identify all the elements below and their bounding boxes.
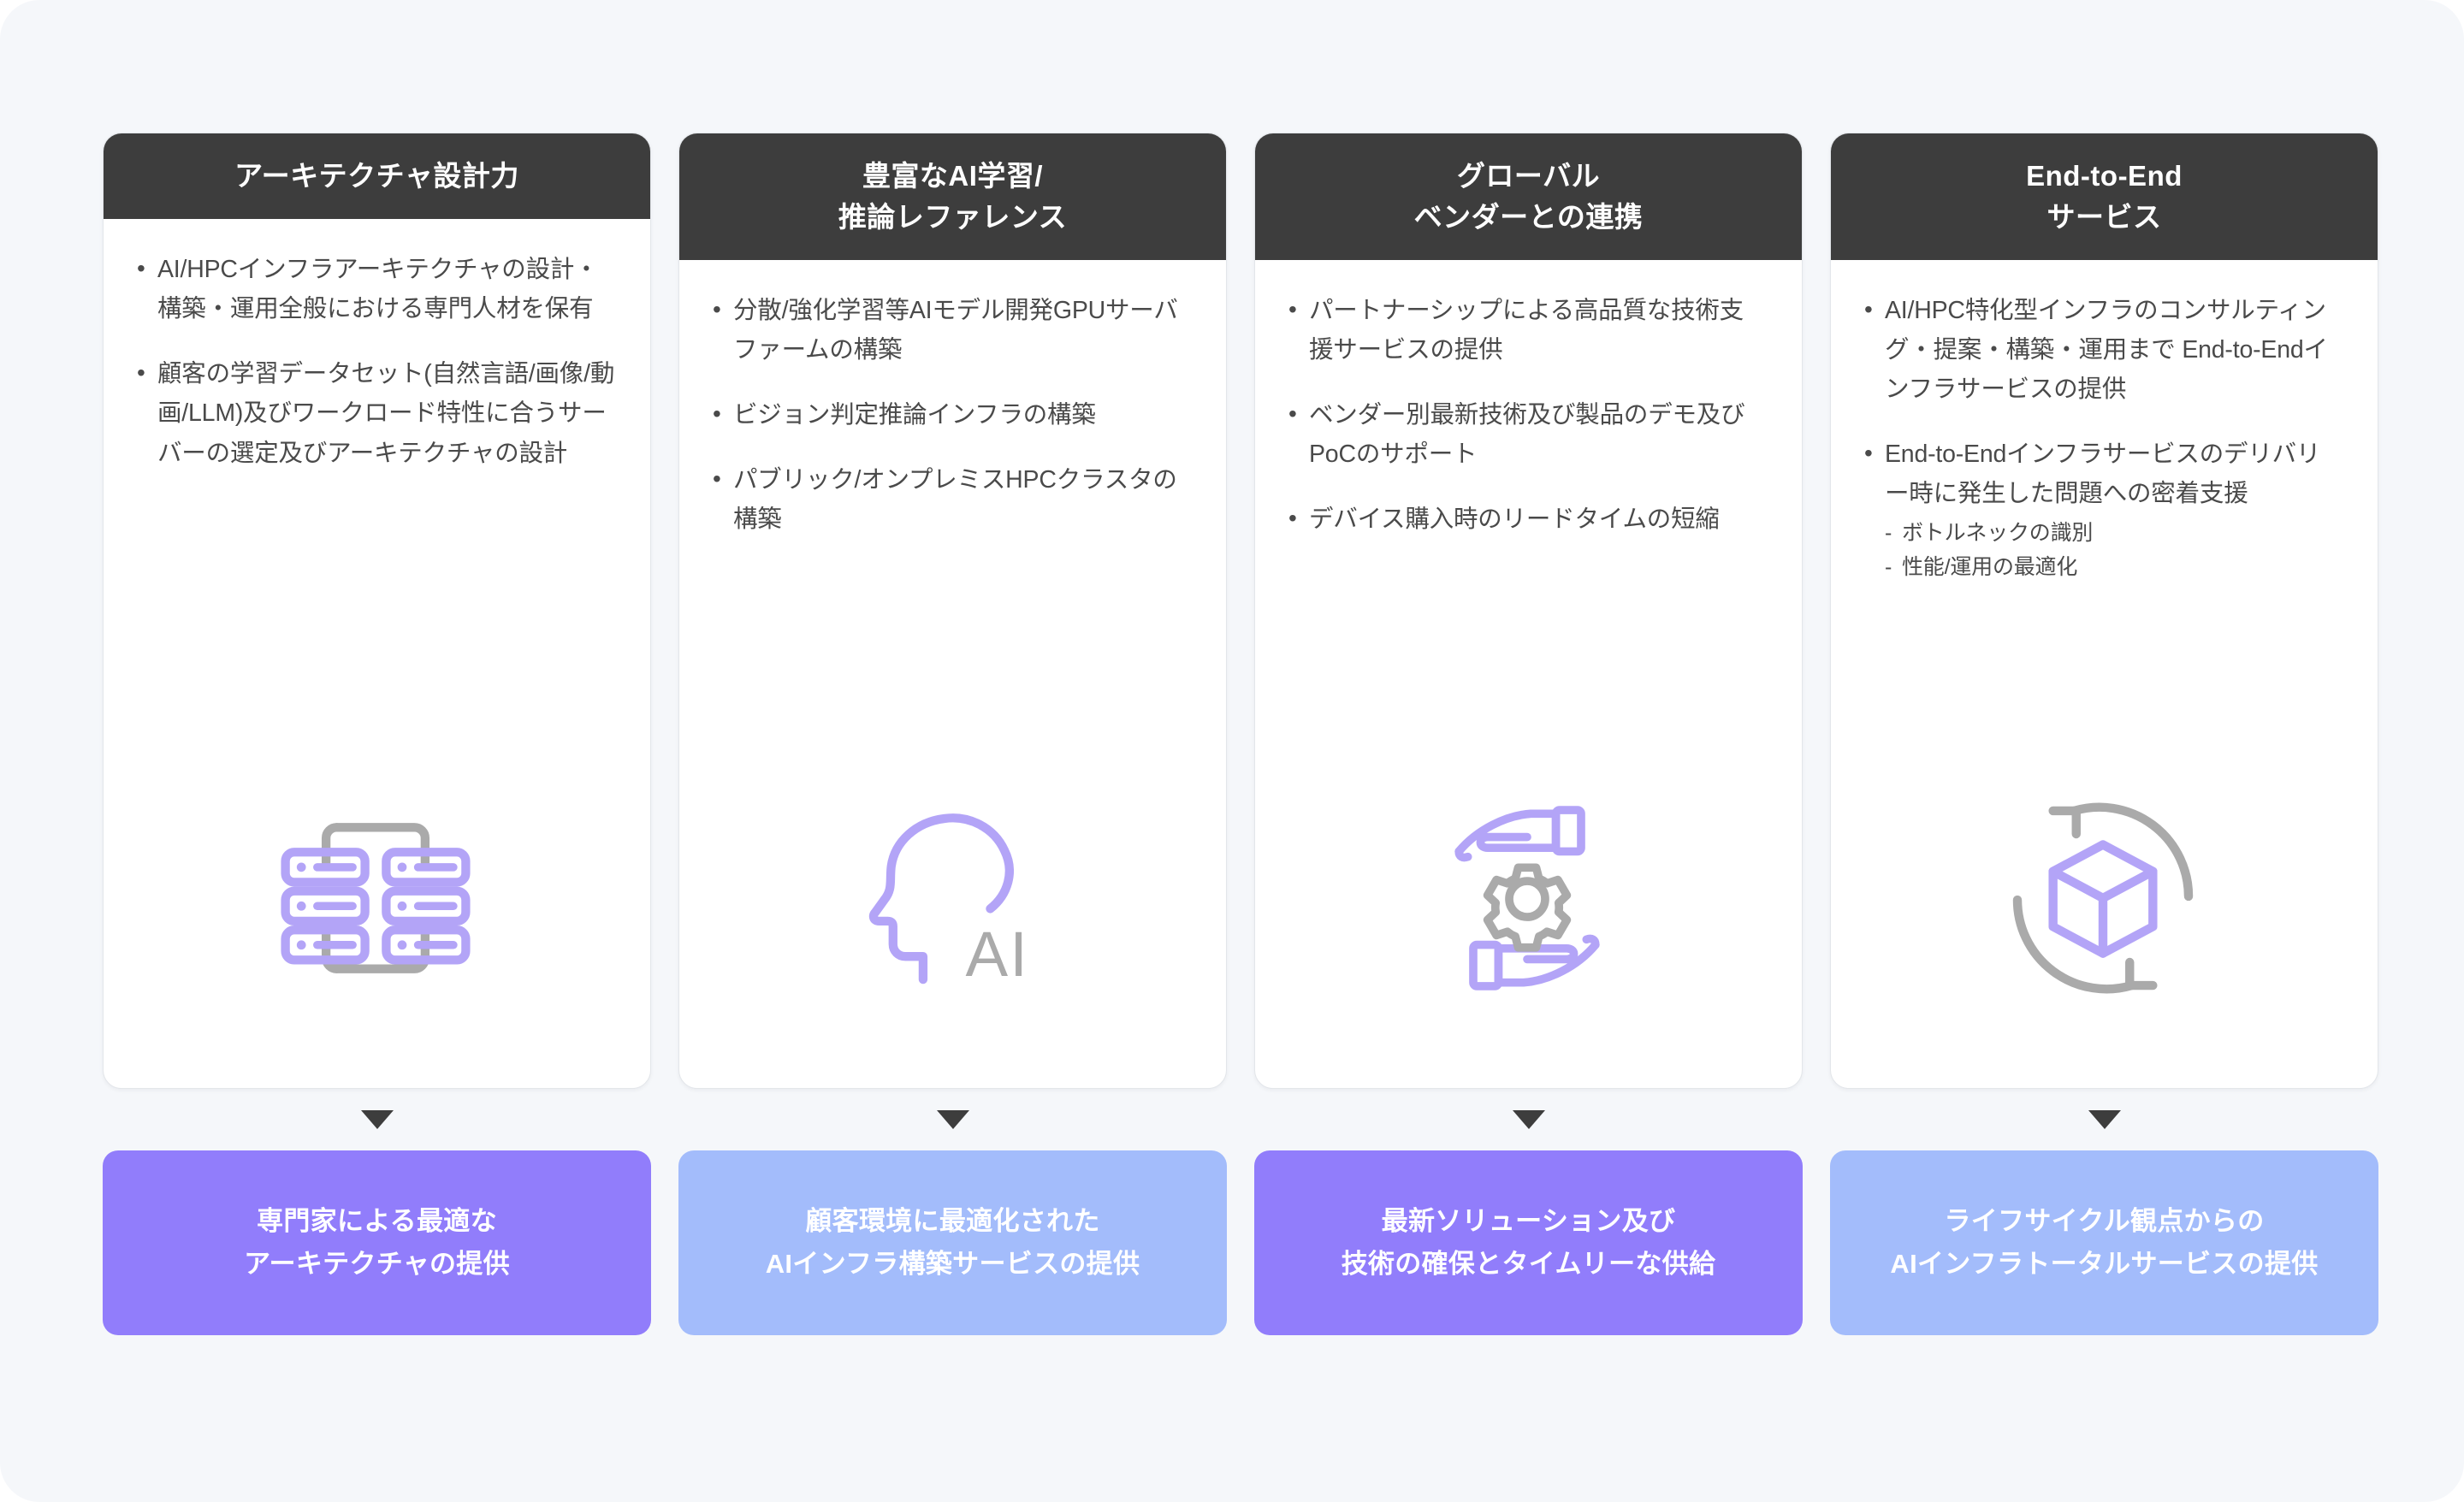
list-item: 顧客の学習データセット(自然言語/画像/動画/LLM)及びワークロード特性に合う… <box>134 353 616 472</box>
capability-card: End-to-End サービス AI/HPC特化型インフラのコンサルティング・提… <box>1830 133 2378 1089</box>
sub-bullet-text: 性能/運用の最適化 <box>1902 554 2078 579</box>
list-item: パブリック/オンプレミスHPCクラスタの構築 <box>710 459 1192 539</box>
card-header-line2: ベンダーとの連携 <box>1413 200 1644 233</box>
list-item: ビジョン判定推論インフラの構築 <box>710 394 1192 435</box>
list-item: End-to-Endインフラサービスのデリバリー時に発生した問題への密着支援 ボ… <box>1862 434 2343 584</box>
hands-gear-icon <box>1419 790 1635 1010</box>
capability-column-global-vendor-partnership: グローバル ベンダーとの連携 パートナーシップによる高品質な技術支援サービスの提… <box>1254 133 1803 1335</box>
list-item: パートナーシップによる高品質な技術支援サービスの提供 <box>1286 290 1768 370</box>
capability-card: アーキテクチャ設計力 AI/HPCインフラアーキテクチャの設計・構築・運用全般に… <box>103 133 651 1089</box>
card-body: パートナーシップによる高品質な技術支援サービスの提供 ベンダー別最新技術及び製品… <box>1255 260 1802 1088</box>
sub-list-item: 性能/運用の最適化 <box>1885 551 2343 585</box>
card-header-line1: アーキテクチャ設計力 <box>234 160 519 192</box>
banner-line1: 顧客環境に最適化された <box>805 1205 1100 1236</box>
card-body: AI/HPC特化型インフラのコンサルティング・提案・構築・運用まで End-to… <box>1831 260 2378 1088</box>
banner-line1: 最新ソリューション及び <box>1381 1205 1676 1236</box>
bullet-list: パートナーシップによる高品質な技術支援サービスの提供 ベンダー別最新技術及び製品… <box>1286 290 1768 565</box>
card-header: グローバル ベンダーとの連携 <box>1255 133 1802 260</box>
card-icon-container <box>1862 772 2343 1028</box>
bullet-text: デバイス購入時のリードタイムの短縮 <box>1309 506 1720 534</box>
server-rack-icon <box>270 792 482 1008</box>
banner-line1: 専門家による最適な <box>257 1205 497 1236</box>
bullet-text: 分散/強化学習等AIモデル開発GPUサーバファームの構築 <box>733 296 1178 364</box>
bullet-list: AI/HPCインフラアーキテクチャの設計・構築・運用全般における専門人材を保有 … <box>134 249 616 499</box>
card-header-line2: サービス <box>2046 200 2162 233</box>
arrow-row <box>103 1089 651 1150</box>
ai-head-icon: AI <box>845 792 1057 1008</box>
arrow-down-icon <box>2088 1110 2121 1129</box>
bullet-list: 分散/強化学習等AIモデル開発GPUサーバファームの構築 ビジョン判定推論インフ… <box>710 290 1192 565</box>
outcome-banner: ライフサイクル観点からの AIインフラトータルサービスの提供 <box>1830 1150 2378 1335</box>
capability-column-ai-training-inference-reference: 豊富なAI学習/ 推論レファレンス 分散/強化学習等AIモデル開発GPUサーバフ… <box>678 133 1227 1335</box>
card-icon-container <box>1286 772 1768 1028</box>
arrow-row <box>1254 1089 1803 1150</box>
card-body: 分散/強化学習等AIモデル開発GPUサーバファームの構築 ビジョン判定推論インフ… <box>679 260 1226 1088</box>
card-header: アーキテクチャ設計力 <box>104 133 650 219</box>
bullet-list: AI/HPC特化型インフラのコンサルティング・提案・構築・運用まで End-to… <box>1862 290 2343 607</box>
bullet-text: AI/HPCインフラアーキテクチャの設計・構築・運用全般における専門人材を保有 <box>157 256 599 323</box>
card-body: AI/HPCインフラアーキテクチャの設計・構築・運用全般における専門人材を保有 … <box>104 219 650 1088</box>
card-header-line1: グローバル <box>1456 160 1601 192</box>
banner-line2: AIインフラ構築サービスの提供 <box>765 1249 1140 1279</box>
banner-line1: ライフサイクル観点からの <box>1944 1205 2265 1236</box>
arrow-down-icon <box>1512 1110 1545 1129</box>
svg-text:AI: AI <box>965 918 1028 989</box>
card-header: 豊富なAI学習/ 推論レファレンス <box>679 133 1226 260</box>
list-item: ベンダー別最新技術及び製品のデモ及びPoCのサポート <box>1286 394 1768 474</box>
card-icon-container <box>134 772 616 1028</box>
bullet-text: パブリック/オンプレミスHPCクラスタの構築 <box>733 466 1177 534</box>
capability-card: 豊富なAI学習/ 推論レファレンス 分散/強化学習等AIモデル開発GPUサーバフ… <box>678 133 1227 1089</box>
card-icon-container: AI <box>710 772 1192 1028</box>
bullet-text: End-to-Endインフラサービスのデリバリー時に発生した問題への密着支援 <box>1885 441 2321 508</box>
arrow-row <box>1830 1089 2378 1150</box>
sub-list-item: ボトルネックの識別 <box>1885 517 2343 551</box>
card-header-line1: 豊富なAI学習/ <box>862 160 1044 192</box>
outcome-banner: 顧客環境に最適化された AIインフラ構築サービスの提供 <box>678 1150 1227 1335</box>
banner-line2: 技術の確保とタイムリーな供給 <box>1341 1249 1716 1279</box>
card-header-line1: End-to-End <box>2026 160 2183 192</box>
capability-column-end-to-end-service: End-to-End サービス AI/HPC特化型インフラのコンサルティング・提… <box>1830 133 2378 1335</box>
card-header: End-to-End サービス <box>1831 133 2378 260</box>
capability-columns-grid: アーキテクチャ設計力 AI/HPCインフラアーキテクチャの設計・構築・運用全般に… <box>103 133 2378 1335</box>
outcome-banner: 専門家による最適な アーキテクチャの提供 <box>103 1150 651 1335</box>
bullet-text: パートナーシップによる高品質な技術支援サービスの提供 <box>1309 296 1744 364</box>
arrow-down-icon <box>360 1110 394 1129</box>
list-item: AI/HPCインフラアーキテクチャの設計・構築・運用全般における専門人材を保有 <box>134 249 616 328</box>
arrow-down-icon <box>936 1110 969 1129</box>
bullet-text: ビジョン判定推論インフラの構築 <box>733 401 1096 429</box>
list-item: デバイス購入時のリードタイムの短縮 <box>1286 499 1768 539</box>
banner-line2: AIインフラトータルサービスの提供 <box>1890 1249 2319 1279</box>
sub-bullet-text: ボトルネックの識別 <box>1902 521 2094 546</box>
arrow-row <box>678 1089 1227 1150</box>
card-header-line2: 推論レファレンス <box>838 200 1068 233</box>
capability-card: グローバル ベンダーとの連携 パートナーシップによる高品質な技術支援サービスの提… <box>1254 133 1803 1089</box>
list-item: AI/HPC特化型インフラのコンサルティング・提案・構築・運用まで End-to… <box>1862 290 2343 409</box>
sub-bullet-list: ボトルネックの識別 性能/運用の最適化 <box>1885 517 2343 584</box>
banner-line2: アーキテクチャの提供 <box>244 1249 510 1279</box>
capability-column-architecture-design: アーキテクチャ設計力 AI/HPCインフラアーキテクチャの設計・構築・運用全般に… <box>103 133 651 1335</box>
outcome-banner: 最新ソリューション及び 技術の確保とタイムリーな供給 <box>1254 1150 1803 1335</box>
bullet-text: 顧客の学習データセット(自然言語/画像/動画/LLM)及びワークロード特性に合う… <box>157 360 615 467</box>
bullet-text: AI/HPC特化型インフラのコンサルティング・提案・構築・運用まで End-to… <box>1885 296 2328 403</box>
bullet-text: ベンダー別最新技術及び製品のデモ及びPoCのサポート <box>1309 401 1745 469</box>
list-item: 分散/強化学習等AIモデル開発GPUサーバファームの構築 <box>710 290 1192 370</box>
lifecycle-cube-icon <box>1996 791 2210 1009</box>
